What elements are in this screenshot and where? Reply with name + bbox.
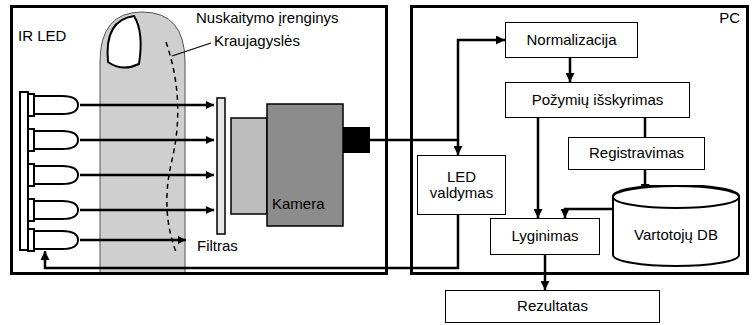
ir-led	[28, 129, 78, 151]
box-heading: PC	[719, 10, 740, 27]
device-box: Nuskaitymo įrenginys	[10, 5, 388, 275]
process-box: Registravimas	[568, 137, 705, 170]
part-label: Filtras	[197, 238, 238, 255]
box-label: Lyginimas	[512, 228, 579, 245]
led-bar	[20, 92, 28, 250]
process-box: Lyginimas	[490, 218, 600, 255]
camera-body	[267, 104, 343, 226]
process-box: Požymių išskyrimas	[505, 82, 690, 118]
blood-vessel	[166, 42, 178, 252]
box-heading: Nuskaitymo įrenginys	[196, 10, 339, 27]
connector-arrow	[644, 118, 647, 137]
connector-arrow	[370, 40, 505, 140]
part-label: Kraujagyslės	[214, 33, 300, 50]
box-label: LED valdymas	[424, 169, 499, 202]
camera-plug	[343, 127, 370, 153]
database-cylinder: Vartotojų DB	[612, 185, 740, 267]
connector-arrow	[569, 58, 572, 82]
fingernail	[108, 16, 141, 68]
pc-box: PC NormalizacijaPožymių išskyrimasRegistr…	[410, 5, 749, 275]
process-box: Normalizacija	[505, 22, 638, 58]
ir-led	[28, 94, 78, 116]
camera-lens	[231, 118, 267, 214]
light-rays	[80, 105, 214, 240]
connector-arrow	[537, 118, 540, 218]
box-label: Rezultatas	[517, 298, 588, 315]
box-label: Požymių išskyrimas	[532, 92, 664, 109]
ir-led	[28, 199, 78, 221]
finger	[100, 12, 185, 273]
leader-line	[172, 43, 211, 56]
connector-arrow	[565, 209, 612, 218]
result-box: Rezultatas	[445, 290, 660, 323]
ir-led	[28, 229, 78, 251]
box-label: Normalizacija	[526, 32, 616, 49]
filter	[217, 98, 225, 234]
connector-arrow	[457, 140, 460, 155]
box-label: Vartotojų DB	[634, 227, 718, 244]
ir-led	[28, 164, 78, 186]
process-box: LED valdymas	[417, 155, 506, 215]
part-label: Kamera	[272, 196, 325, 213]
box-label: Registravimas	[589, 145, 684, 162]
connector-arrow	[45, 215, 458, 268]
part-label: IR LED	[18, 28, 66, 45]
